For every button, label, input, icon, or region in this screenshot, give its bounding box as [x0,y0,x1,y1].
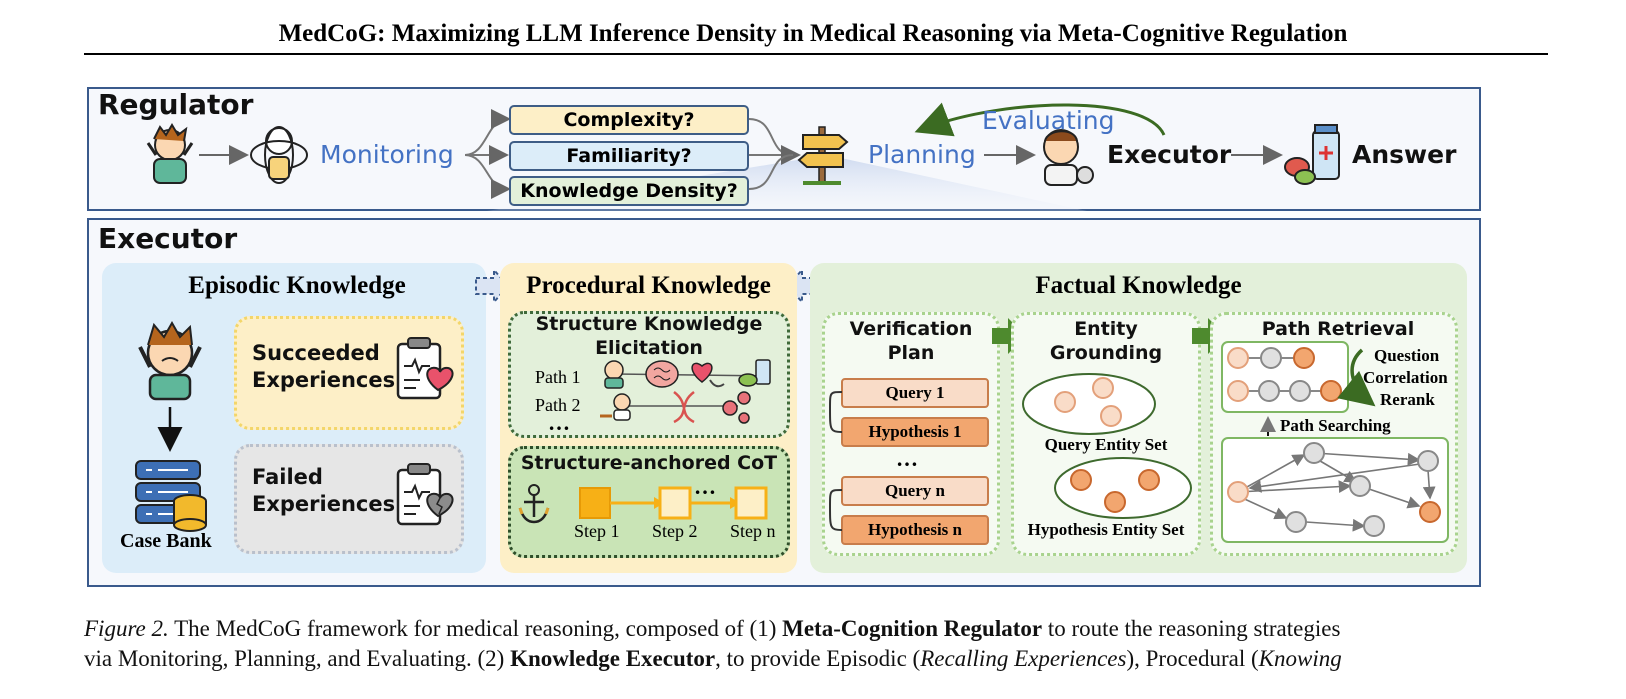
path-retrieval-graphics [1221,341,1449,543]
stressed-doctor-icon [146,123,194,184]
caption-t4: , to provide Episodic ( [715,646,921,671]
clipboard-heart-icon [396,337,454,400]
succeeded-label-2: Experiences [252,368,396,392]
knowledge-density-box: Knowledge Density? [509,176,749,206]
cot-chain [518,484,768,524]
database-icon [135,460,207,532]
rerank-label-3: Rerank [1380,390,1435,409]
step1-label: Step 1 [574,521,620,541]
caption-b1: Meta-Cognition Regulator [782,616,1043,641]
verification-title-2: Plan [887,342,935,364]
path-retrieval-title: Path Retrieval [1261,318,1415,340]
regulator-label: Regulator [98,88,254,121]
pair-brackets [829,391,843,531]
cot-title: Structure-anchored CoT [520,452,778,474]
queryn-box: Query n [841,476,989,506]
verification-title-1: Verification [849,318,973,340]
planning-label: Planning [868,140,976,169]
clipboard-broken-heart-icon [396,463,454,526]
query-entity-ellipse [1022,373,1156,435]
rerank-label-1: Question [1374,346,1440,365]
evaluating-label: Evaluating [982,106,1115,135]
green-arrow-2 [1192,318,1226,354]
executor-label: Executor [98,222,238,255]
hypothesisn-box: Hypothesis n [841,515,989,545]
stressed-patient-icon [138,320,202,401]
rerank-label-2: Correlation [1363,368,1448,387]
brain-icon [645,360,679,388]
evaluating-arrow [914,102,1166,137]
caption-t5: ), Procedural ( [1126,646,1259,671]
step1-square [579,487,611,519]
knowledge-path-icons [600,359,771,424]
failed-label-2: Experiences [252,492,396,516]
path1-label: Path 1 [535,367,581,387]
regulator-graphics [146,102,1340,211]
episodic-title: Episodic Knowledge [188,272,406,299]
rerank-arrow [1337,348,1376,407]
step2-square [658,486,692,520]
caption-b2: Knowledge Executor [510,646,716,671]
path-ellipsis: … [548,410,570,435]
answer-word: Answer [1352,140,1457,169]
entity-sets [1022,373,1192,519]
path2-label: Path 2 [535,395,581,415]
caption-t2: to route the reasoning strategies [1042,616,1341,641]
dna-icon [673,391,695,424]
stepn-square [734,486,768,520]
paper-title: MedCoG: Maximizing LLM Inference Density… [278,20,1348,47]
factual-title: Factual Knowledge [1035,272,1242,299]
medicine-icon [1284,124,1340,185]
query1-box: Query 1 [841,378,989,408]
query-entity-set-label: Query Entity Set [1044,435,1168,454]
doctor-small-icon [604,360,624,389]
caption-i1: Recalling Experiences [920,646,1127,671]
query-ellipsis: … [896,446,918,471]
hypothesis-entity-set-label: Hypothesis Entity Set [1027,520,1185,539]
case-bank-label: Case Bank [120,530,212,552]
scientist-icon [600,393,631,421]
step2-label: Step 2 [652,521,698,541]
anchor-icon [518,484,550,524]
episodic-graphics [135,320,207,532]
stepn-label: Step n [730,521,776,541]
green-arrow-1 [992,318,1026,354]
procedural-title: Procedural Knowledge [526,272,771,299]
figure-caption: Figure 2. The MedCoG framework for medic… [84,614,1548,674]
grounding-title-1: Entity [1074,318,1138,340]
hypothesis1-box: Hypothesis 1 [841,417,989,447]
caption-t1: The MedCoG framework for medical reasoni… [168,616,783,641]
familiarity-box: Familiarity? [509,141,749,171]
complexity-box: Complexity? [509,105,749,135]
caption-fig: Figure 2. [84,616,169,641]
caption-i2: Knowing [1258,646,1342,671]
virus-icon [722,391,751,424]
ske-title-1: Structure Knowledge [535,313,763,335]
succeeded-label-1: Succeeded [252,341,380,365]
executor-doctor-icon [1043,129,1094,186]
title-rule [84,53,1548,55]
step-ellipsis: … [694,474,716,499]
pill-bottle-icon [738,359,771,387]
path-searching-label: Path Searching [1280,416,1391,435]
caption-t3: via Monitoring, Planning, and Evaluating… [84,646,511,671]
stethoscope-heart-icon [691,362,725,388]
monitoring-label: Monitoring [320,140,454,169]
grounding-title-2: Grounding [1049,342,1163,364]
brain-thinking-icon [250,126,308,184]
signpost-icon [797,126,849,185]
executor-word: Executor [1107,140,1232,169]
failed-label-1: Failed [252,465,323,489]
ske-title-2: Elicitation [595,337,703,359]
